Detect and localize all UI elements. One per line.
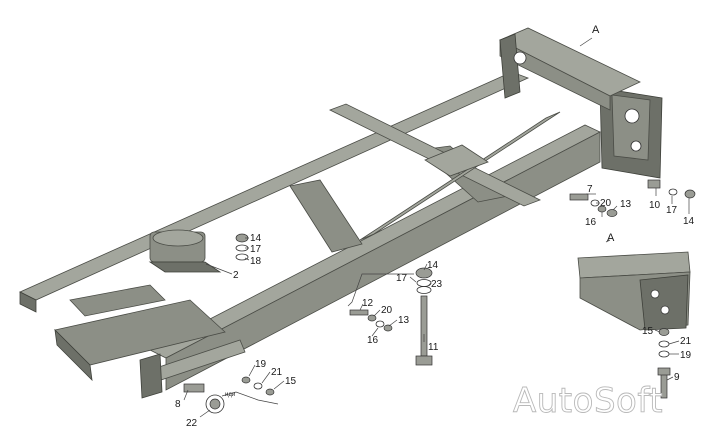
callout-10: 10: [649, 200, 661, 211]
callout-9: 9: [674, 372, 680, 383]
callout-7: 7: [587, 184, 593, 195]
callout-labels: А А 7 20 16 13 10 17 14 14 17 18 2 17 14…: [175, 24, 695, 429]
callout-19: 19: [255, 359, 267, 370]
inset-view: [577, 251, 691, 331]
callout-17: 17: [666, 205, 678, 216]
callout-14: 14: [683, 216, 695, 227]
callout-8: 8: [175, 399, 181, 410]
watermark-text: AutoSoft: [513, 381, 663, 421]
callout-15: 15: [285, 376, 297, 387]
callout-13: 13: [620, 199, 632, 210]
callout-13: 13: [398, 315, 410, 326]
frame-rails: [19, 27, 663, 399]
callout-17: 17: [396, 273, 408, 284]
callout-19: 19: [680, 350, 692, 361]
callout-22: 22: [186, 418, 198, 429]
callout-21: 21: [680, 336, 692, 347]
callout-18: 18: [250, 256, 262, 267]
leader-lines: [183, 37, 690, 418]
callout-14: 14: [250, 233, 262, 244]
callout-23: 23: [431, 279, 443, 290]
hardware: [183, 179, 696, 414]
callout-11: 11: [428, 342, 439, 353]
ident-label: иди: [225, 392, 235, 398]
callout-15: 15: [642, 326, 654, 337]
inset-title-label: А: [607, 232, 615, 244]
callout-14: 14: [427, 260, 439, 271]
callout-17: 17: [250, 244, 262, 255]
callout-16: 16: [367, 335, 379, 346]
callout-21: 21: [271, 367, 283, 378]
callout-20: 20: [381, 305, 393, 316]
callout-20: 20: [600, 198, 612, 209]
callout-16: 16: [585, 217, 597, 228]
callout-2: 2: [233, 270, 239, 281]
view-marker-label: А: [592, 24, 600, 36]
callout-12: 12: [362, 298, 374, 309]
